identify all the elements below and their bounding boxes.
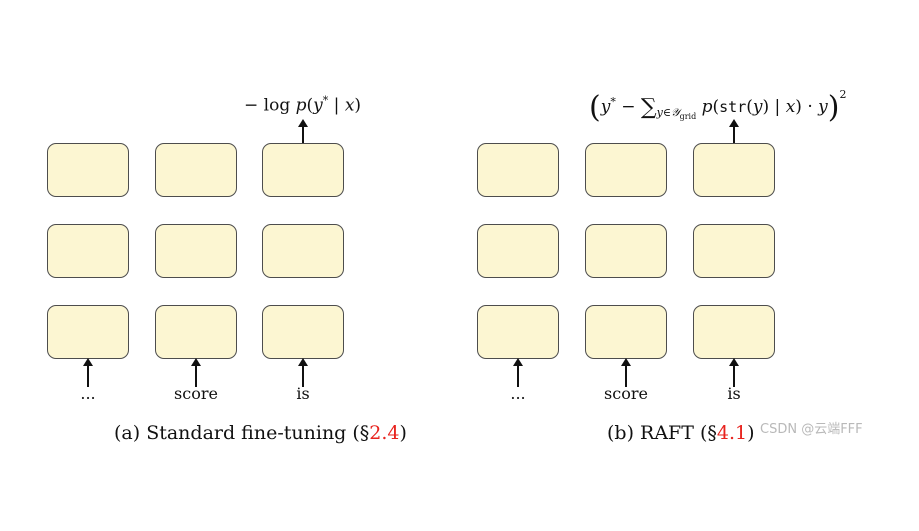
section-ref-link[interactable]: 4.1 [716, 422, 748, 444]
layer-box [155, 305, 237, 359]
caption-b: (b) RAFT (§4.1) [607, 422, 755, 444]
input-arrow [513, 358, 523, 387]
input-arrow [729, 358, 739, 387]
layer-box [47, 224, 129, 278]
input-token: score [604, 384, 648, 403]
layer-box [477, 143, 559, 197]
caption-a: (a) Standard fine-tuning (§2.4) [114, 422, 407, 444]
output-arrow-a [298, 119, 308, 143]
input-arrow [191, 358, 201, 387]
input-arrow [83, 358, 93, 387]
layer-box [585, 143, 667, 197]
input-token: ... [510, 384, 526, 403]
layer-box [47, 143, 129, 197]
layer-box [262, 224, 344, 278]
layer-box [585, 224, 667, 278]
layer-box [693, 224, 775, 278]
layer-box [262, 305, 344, 359]
layer-box [585, 305, 667, 359]
output-arrow-b [729, 119, 739, 143]
loss-formula-b: (y* − ∑y∈𝒴grid p(str(y) | x) · y)2 [589, 88, 847, 125]
layer-box [155, 224, 237, 278]
input-arrow [621, 358, 631, 387]
layer-box [47, 305, 129, 359]
layer-box [693, 143, 775, 197]
layer-box [155, 143, 237, 197]
loss-formula-a: − log p(y* | x) [244, 94, 362, 116]
input-token: score [174, 384, 218, 403]
layer-box [262, 143, 344, 197]
layer-box [477, 224, 559, 278]
input-arrow [298, 358, 308, 387]
layer-box [477, 305, 559, 359]
panel-raft: (y* − ∑y∈𝒴grid p(str(y) | x) · y)2 ... s… [459, 0, 918, 531]
watermark: CSDN @云端FFF [760, 422, 863, 437]
input-token: is [727, 384, 741, 403]
input-token: is [296, 384, 310, 403]
layer-box [693, 305, 775, 359]
panel-standard-fine-tuning: − log p(y* | x) ... score is (a) Standar… [0, 0, 459, 531]
input-token: ... [80, 384, 96, 403]
section-ref-link[interactable]: 2.4 [369, 422, 400, 444]
